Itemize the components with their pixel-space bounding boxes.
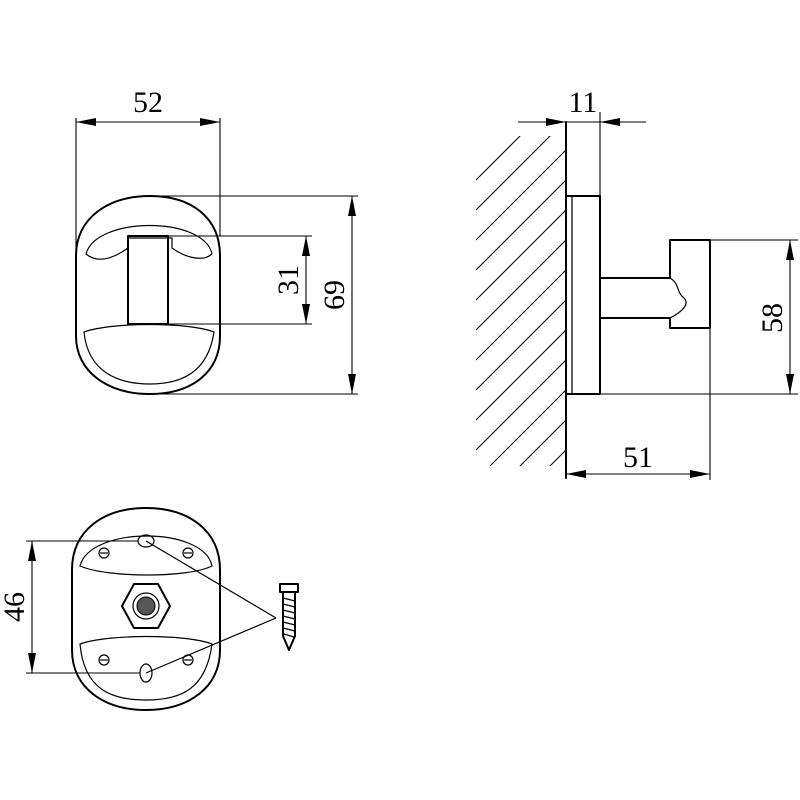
side-hook-arm	[599, 277, 671, 319]
dimension-label-projection-depth: 51	[623, 441, 653, 474]
dimension-base-thickness: 11	[518, 86, 646, 196]
screw-icon	[279, 583, 299, 651]
dimension-front-height: 69	[150, 195, 358, 395]
dimension-label-front-width: 52	[133, 86, 163, 119]
wall-hatching	[476, 136, 566, 466]
front-upper-inset	[85, 224, 213, 260]
screw-head-upper-right	[182, 547, 194, 559]
side-base-plate	[565, 195, 601, 395]
mounting-view: 46	[0, 507, 299, 711]
dimension-label-hook-height: 31	[272, 265, 305, 295]
dimension-label-base-thickness: 11	[569, 86, 598, 119]
dimension-label-side-height: 58	[756, 303, 789, 333]
hex-nut	[121, 583, 171, 629]
front-view: 52 31 69	[75, 86, 358, 395]
dimension-projection-depth: 51	[566, 328, 711, 480]
leader-lines	[145, 540, 277, 674]
threaded-bore	[136, 596, 156, 616]
dimension-side-height: 58	[600, 239, 798, 395]
dimension-label-front-height: 69	[318, 280, 351, 310]
dimension-front-width: 52	[75, 86, 221, 256]
dimension-mounting-spacing: 46	[0, 540, 140, 674]
front-lower-inset	[83, 323, 215, 385]
mounting-upper-slot	[79, 535, 213, 576]
side-hook-break	[669, 277, 687, 319]
screw-head-upper-left	[98, 547, 110, 559]
mounting-lower-slot	[79, 635, 213, 701]
dimension-hook-height: 31	[168, 235, 312, 325]
dimension-label-mounting-spacing: 46	[0, 592, 31, 622]
front-hook-arm	[127, 235, 169, 325]
screw-head-lower-left	[98, 654, 110, 666]
side-view: 11 58 51	[476, 86, 798, 480]
